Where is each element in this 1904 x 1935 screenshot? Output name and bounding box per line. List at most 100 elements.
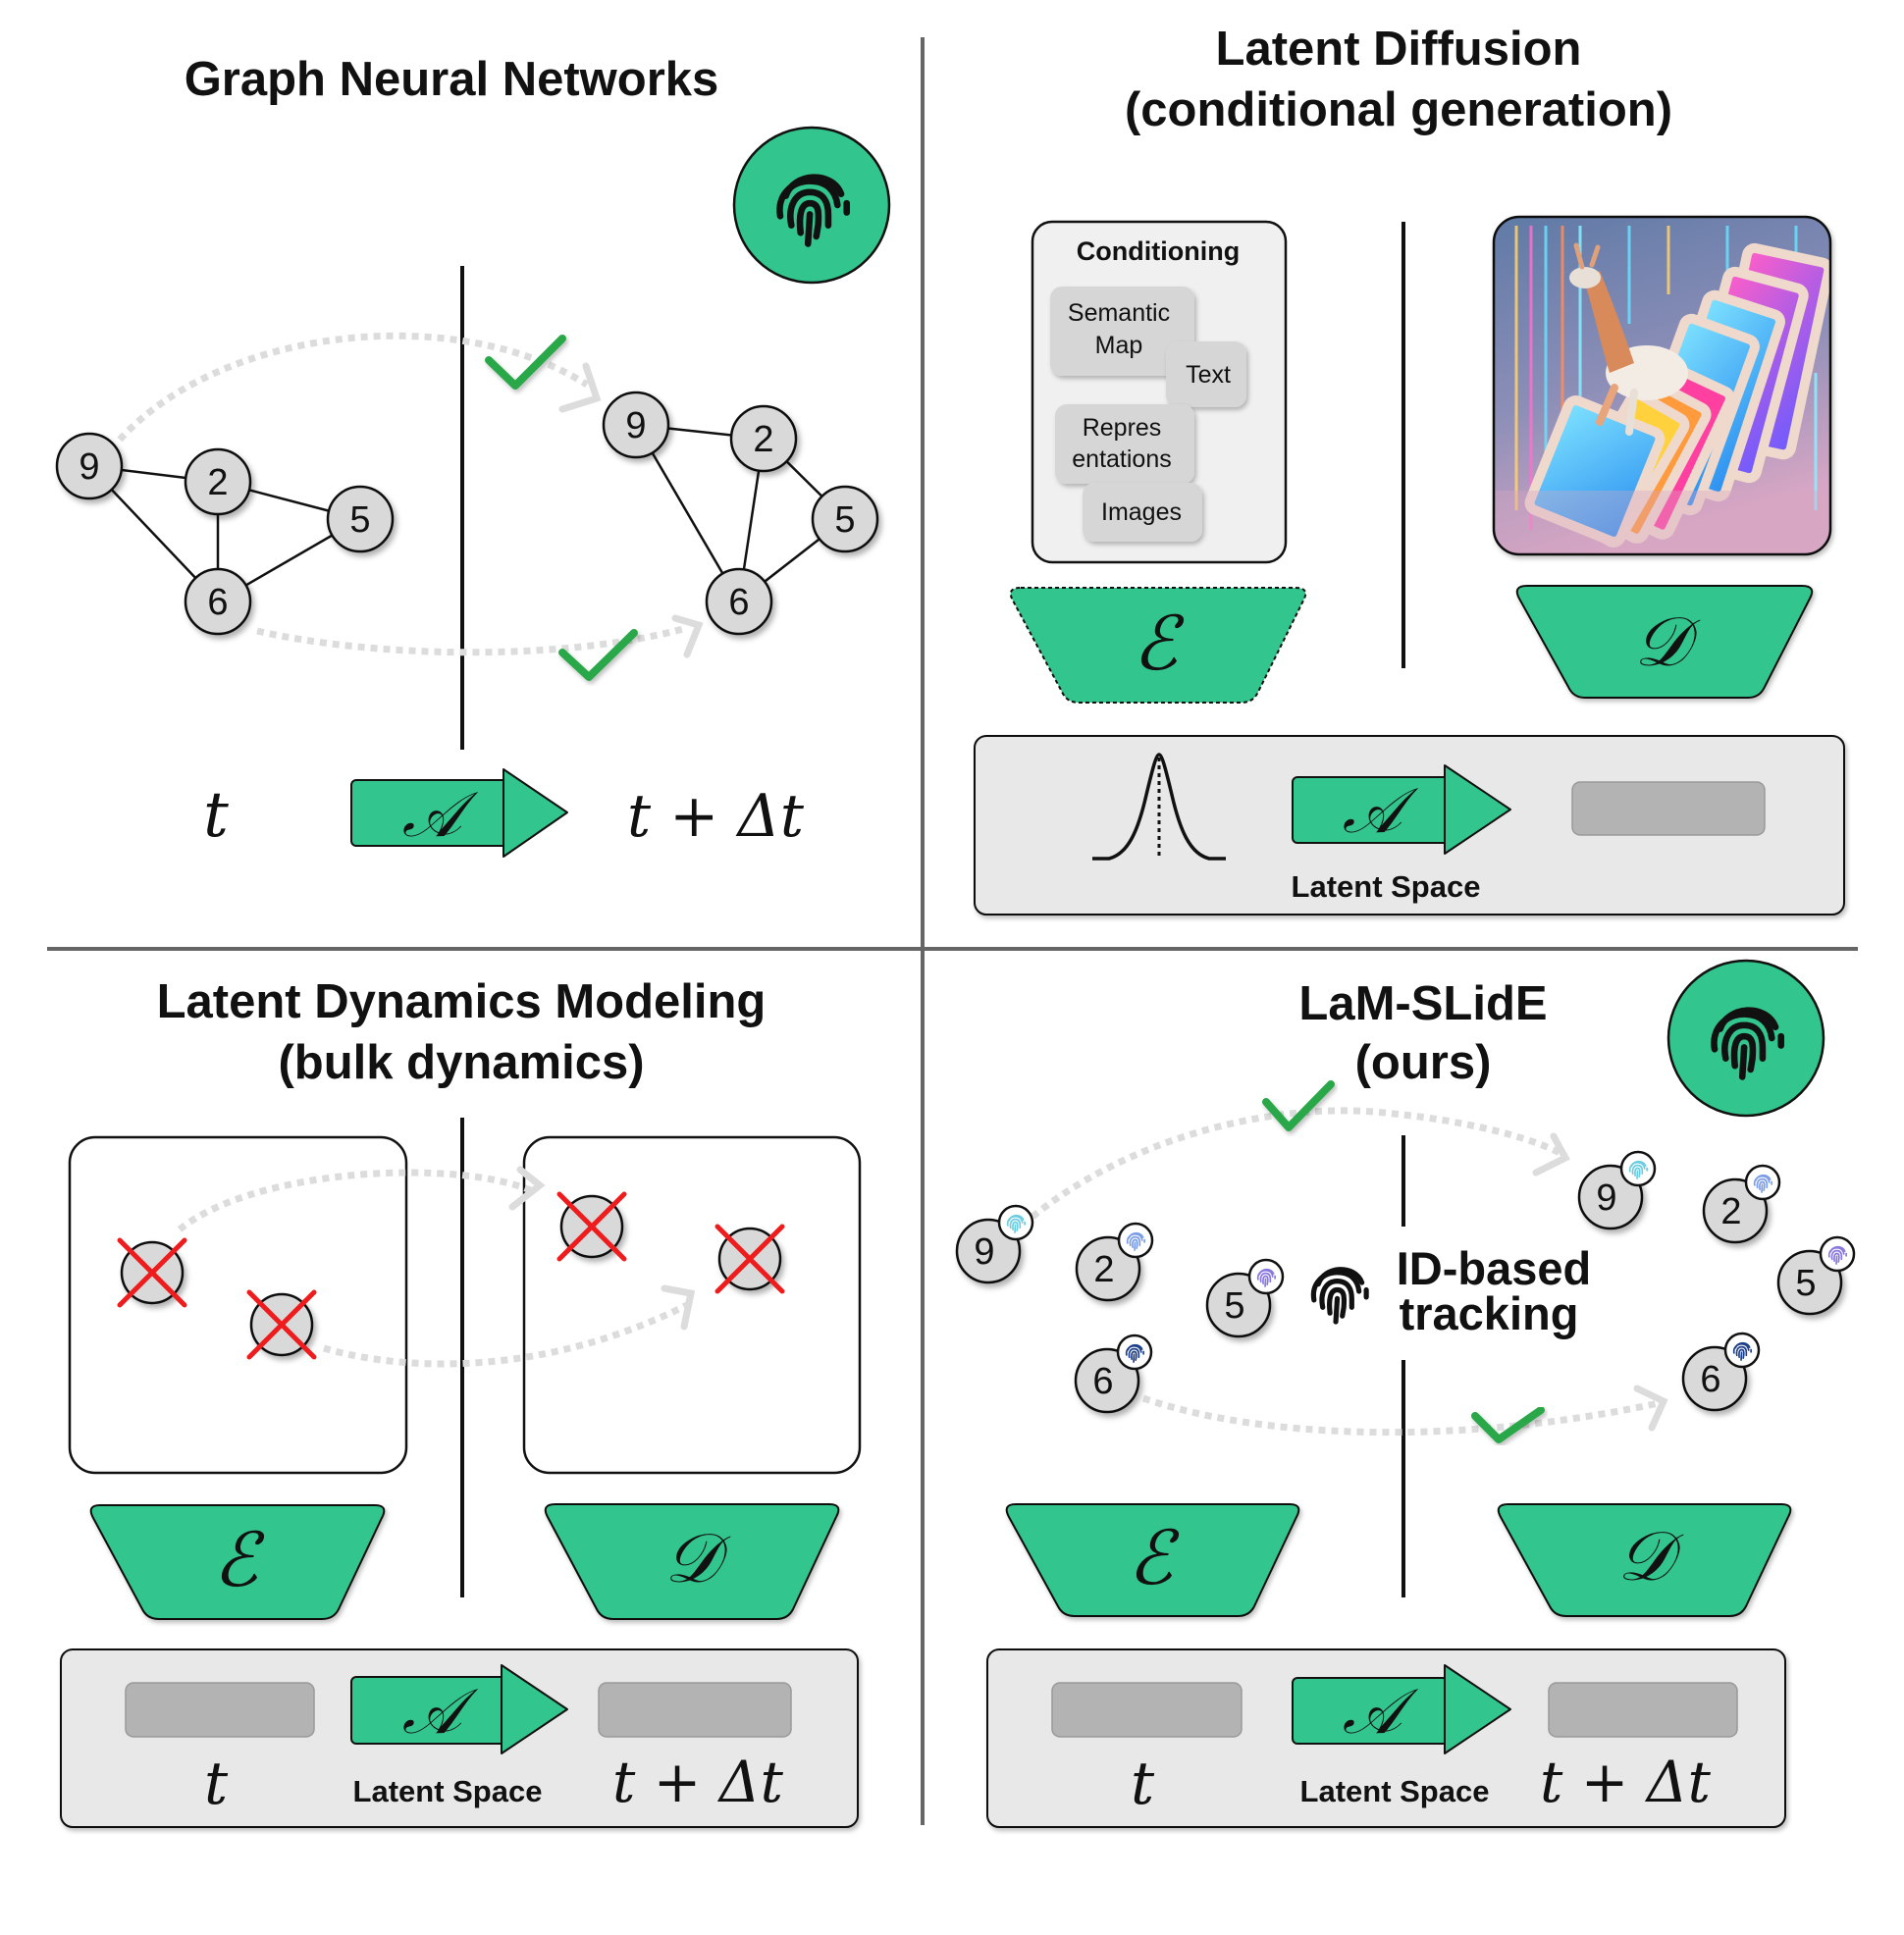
latent-dynamics-title-line1: Latent Dynamics Modeling [157, 975, 767, 1028]
id-node: 6 [1074, 1334, 1153, 1414]
tracking-arc-9 [1030, 1107, 1567, 1220]
chip-images: Images [1083, 483, 1202, 542]
latent-space-box: 𝒜 t Latent Space t + Δt [986, 1648, 1786, 1828]
id-node: 2 [1702, 1164, 1781, 1244]
state-box-t [68, 1135, 408, 1475]
latent-block [1571, 781, 1766, 836]
generated-llama-image [1492, 215, 1832, 556]
time-label-t: t [204, 1750, 229, 1818]
encoder-block: ℰ [89, 1504, 386, 1620]
node-label: 6 [728, 582, 749, 623]
id-node: 9 [1577, 1150, 1657, 1230]
lam-slide-identity-badge [1666, 959, 1825, 1118]
cross-icon [714, 1224, 785, 1294]
latent-block-t [125, 1682, 315, 1738]
gaussian-curve-icon [1092, 753, 1226, 861]
chip-representations: Repres entations [1055, 404, 1194, 484]
operator-arrow: 𝒜 [1292, 764, 1511, 855]
id-node: 5 [1776, 1235, 1856, 1316]
node-label: 6 [1092, 1361, 1113, 1402]
tracking-label-line1: ID-based [1397, 1242, 1592, 1294]
crossed-node [117, 1237, 187, 1308]
operator-arrow: 𝒜 [1292, 1664, 1511, 1754]
id-badge [997, 1204, 1034, 1241]
latent-space-label: Latent Space [353, 1774, 543, 1808]
id-badge [1723, 1332, 1761, 1369]
node-label: 6 [1700, 1359, 1720, 1400]
time-label-t-plus-dt: t + Δt [612, 1749, 784, 1815]
id-badge [1819, 1235, 1856, 1273]
time-label-t-plus-dt: t + Δt [1540, 1749, 1712, 1815]
svg-text:Images: Images [1101, 498, 1182, 526]
graph-node: 9 [55, 432, 124, 500]
latent-diffusion-title-line1: Latent Diffusion [1216, 23, 1582, 76]
graph-node: 9 [602, 391, 670, 459]
check-icon [1262, 1080, 1335, 1131]
node-label: 9 [79, 446, 99, 488]
graph-node: 5 [326, 485, 395, 553]
encoder-symbol: ℰ [1128, 1514, 1180, 1601]
bulk-arc-bottom [323, 1301, 689, 1368]
gnn-identity-badge [732, 126, 891, 285]
graph-at-t: 9 2 5 6 [55, 432, 395, 636]
crossed-node [246, 1289, 317, 1360]
id-badge [1116, 1334, 1153, 1371]
node-label: 6 [207, 582, 228, 623]
node-label: 2 [207, 462, 228, 503]
panel-latent-dynamics-modeling: Latent Dynamics Modeling (bulk dynamics)… [60, 975, 862, 1828]
id-nodes-at-t: 9 2 5 6 [955, 1204, 1285, 1414]
latent-space-box: 𝒜 Latent Space [974, 735, 1845, 915]
node-label: 5 [349, 499, 370, 541]
id-badge [1117, 1222, 1154, 1259]
node-label: 5 [1795, 1263, 1816, 1304]
arrowhead-icon [558, 362, 602, 413]
svg-text:Semantic: Semantic [1068, 299, 1170, 327]
latent-block-t-plus-dt [598, 1682, 792, 1738]
check-icon [1471, 1406, 1545, 1443]
id-nodes-at-t-plus-dt: 9 25 6 [1577, 1150, 1856, 1412]
encoder-symbol: ℰ [213, 1516, 265, 1603]
crossed-node [714, 1224, 785, 1294]
check-icon [485, 335, 566, 390]
chip-semantic-map: Semantic Map [1050, 287, 1194, 376]
tracking-arc-6 [1141, 1394, 1660, 1437]
arrowhead-icon [671, 614, 704, 658]
svg-text:Repres: Repres [1083, 414, 1162, 442]
cross-icon [556, 1191, 627, 1262]
node-label: 9 [1596, 1177, 1616, 1219]
time-label-t: t [1131, 1750, 1155, 1818]
graph-edge [634, 424, 741, 602]
gnn-title: Graph Neural Networks [185, 53, 719, 106]
arrowhead-icon [1532, 1132, 1570, 1177]
encoder-block: ℰ [1005, 1503, 1300, 1617]
arrowhead-icon [508, 1166, 546, 1211]
node-label: 5 [1224, 1285, 1244, 1327]
tracking-label-line2: tracking [1400, 1287, 1579, 1339]
decoder-block: 𝒟 [544, 1503, 840, 1620]
bulk-arc-top [177, 1169, 537, 1232]
crossed-node [556, 1191, 627, 1262]
node-label: 2 [1093, 1249, 1114, 1290]
graph-node: 5 [811, 485, 879, 553]
id-badge [1744, 1164, 1781, 1201]
latent-space-box: 𝒜 t Latent Space t + Δt [60, 1648, 859, 1828]
graph-node: 6 [184, 567, 252, 636]
svg-text:Map: Map [1095, 332, 1143, 359]
time-label-t-plus-dt: t + Δt [627, 782, 805, 851]
conditioning-title: Conditioning [1077, 236, 1240, 266]
operator-arrow: 𝒜 [350, 768, 568, 858]
graph-node: 2 [184, 447, 252, 516]
latent-dynamics-title-line2: (bulk dynamics) [278, 1036, 644, 1089]
lam-slide-title-line1: LaM-SLidE [1298, 977, 1547, 1030]
node-label: 5 [834, 499, 855, 541]
id-node: 6 [1681, 1332, 1761, 1412]
id-badge [1247, 1258, 1285, 1295]
panel-latent-diffusion: Latent Diffusion (conditional generation… [974, 23, 1845, 915]
operator-arrow: 𝒜 [350, 1664, 568, 1754]
graph-node: 2 [729, 404, 798, 473]
conditioning-box: Conditioning Semantic Map Text Repres en… [1031, 220, 1288, 564]
id-badge [1619, 1150, 1657, 1187]
id-node: 9 [955, 1204, 1034, 1284]
